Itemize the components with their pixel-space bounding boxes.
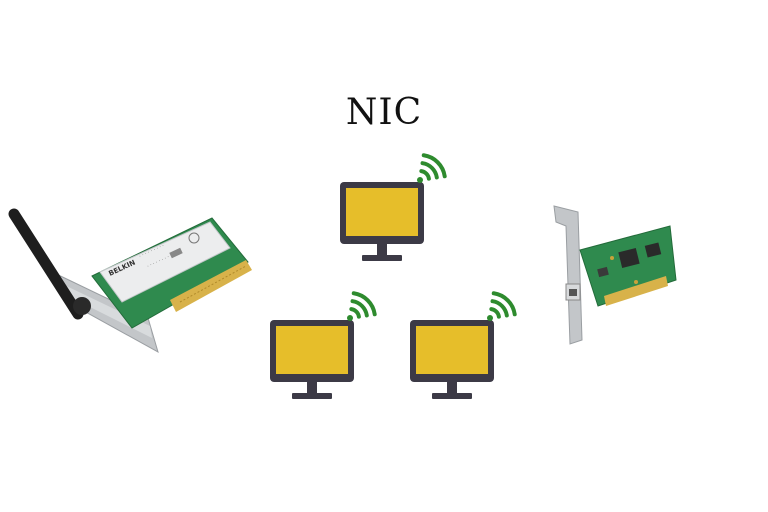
ethernet-port-icon bbox=[565, 283, 581, 301]
monitor-icon bbox=[340, 182, 424, 261]
wifi-icon bbox=[347, 291, 377, 321]
monitor-icon bbox=[270, 320, 354, 399]
wifi-icon bbox=[417, 153, 447, 183]
monitor-icon bbox=[410, 320, 494, 399]
wifi-icon bbox=[487, 291, 517, 321]
diagram-title: NIC bbox=[345, 92, 423, 133]
computer-bottom-right bbox=[410, 291, 517, 399]
computer-top bbox=[340, 153, 447, 261]
ethernet-network-card bbox=[553, 205, 677, 345]
computer-bottom-left bbox=[270, 291, 377, 399]
wireless-network-card: BELKIN · · · · · · · · · · · · · · · · ·… bbox=[8, 208, 252, 354]
antenna-icon bbox=[8, 208, 91, 320]
